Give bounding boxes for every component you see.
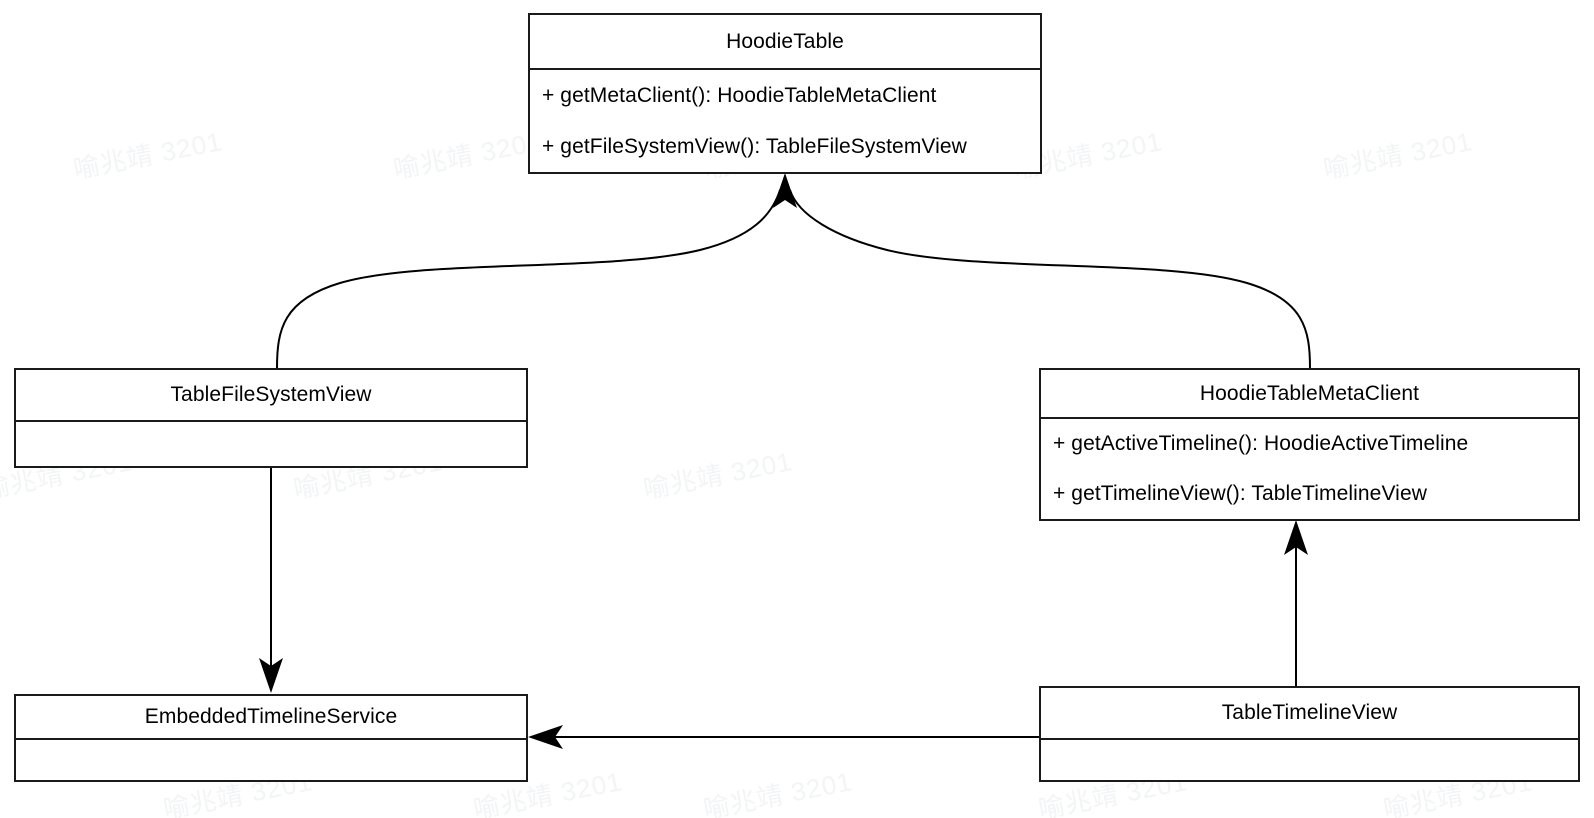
class-members-hoodie-table: + getMetaClient(): HoodieTableMetaClient… xyxy=(530,70,1040,172)
class-member: + getFileSystemView(): TableFileSystemVi… xyxy=(542,135,967,158)
class-member: + getTimelineView(): TableTimelineView xyxy=(1053,482,1427,505)
arrowhead-into-embedded-timeline-service-right xyxy=(528,725,563,749)
class-member: + getMetaClient(): HoodieTableMetaClient xyxy=(542,84,937,107)
class-members-table-timeline-view xyxy=(1041,740,1578,780)
watermark-text: 喻兆靖 3201 xyxy=(1320,126,1475,185)
class-name-table-timeline-view: TableTimelineView xyxy=(1041,688,1578,740)
class-member: + getActiveTimeline(): HoodieActiveTimel… xyxy=(1053,432,1469,455)
class-members-embedded-timeline-service xyxy=(16,740,526,780)
edge-table-timeline-view-to-embedded-timeline-service xyxy=(528,725,1039,749)
class-members-hoodie-table-meta-client: + getActiveTimeline(): HoodieActiveTimel… xyxy=(1041,419,1578,519)
edge-hoodie-table-meta-client-to-hoodie-table xyxy=(789,189,1311,369)
class-name-hoodie-table-meta-client: HoodieTableMetaClient xyxy=(1041,370,1578,419)
edge-table-file-system-view-to-hoodie-table xyxy=(276,189,781,369)
class-members-table-file-system-view xyxy=(16,422,526,466)
edge-table-file-system-view-to-embedded-timeline-service xyxy=(259,468,283,693)
class-box-table-timeline-view[interactable]: TableTimelineView xyxy=(1039,686,1580,782)
watermark-text: 喻兆靖 3201 xyxy=(700,766,855,818)
class-name-embedded-timeline-service: EmbeddedTimelineService xyxy=(16,696,526,740)
arrowhead-into-hoodie-table-meta-client xyxy=(1284,520,1308,555)
class-name-table-file-system-view: TableFileSystemView xyxy=(16,370,526,422)
class-box-hoodie-table-meta-client[interactable]: HoodieTableMetaClient + getActiveTimelin… xyxy=(1039,368,1580,521)
watermark-text: 喻兆靖 3201 xyxy=(640,446,795,505)
class-box-table-file-system-view[interactable]: TableFileSystemView xyxy=(14,368,528,468)
class-name-hoodie-table: HoodieTable xyxy=(530,15,1040,70)
edge-table-timeline-view-to-hoodie-table-meta-client xyxy=(1284,520,1308,686)
arrowhead-into-hoodie-table xyxy=(773,173,797,208)
watermark-text: 喻兆靖 3201 xyxy=(390,126,545,185)
watermark-text: 喻兆靖 3201 xyxy=(70,126,225,185)
class-box-hoodie-table[interactable]: HoodieTable + getMetaClient(): HoodieTab… xyxy=(528,13,1042,174)
arrowhead-into-embedded-timeline-service-top xyxy=(259,658,283,693)
class-box-embedded-timeline-service[interactable]: EmbeddedTimelineService xyxy=(14,694,528,782)
